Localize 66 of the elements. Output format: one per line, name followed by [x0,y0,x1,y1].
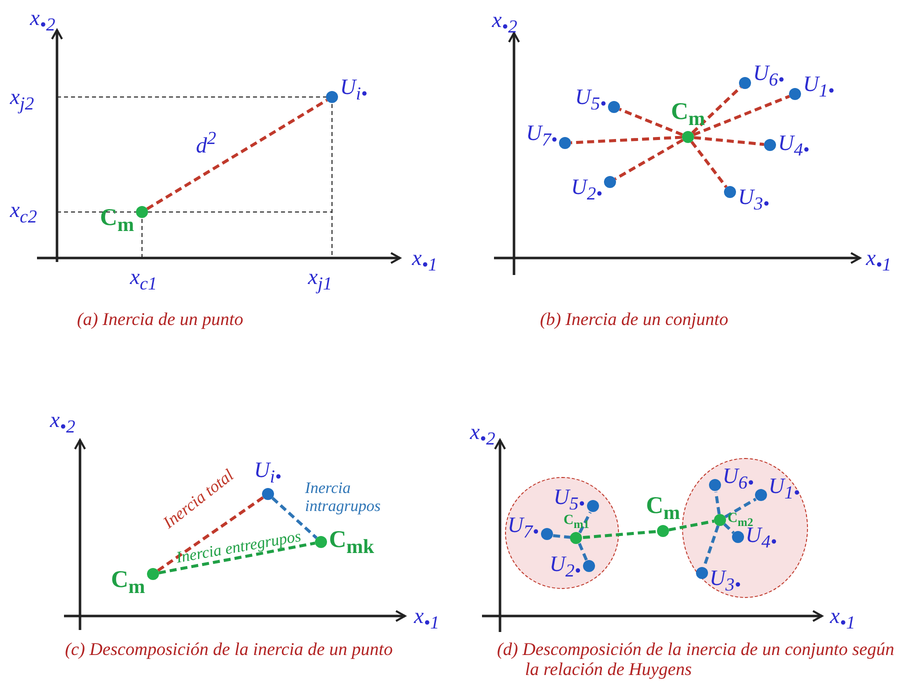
axis-label: x$_{j2}$ [10,85,34,114]
point-label: U$_{i•}$ [340,76,368,103]
data-point [564,514,590,544]
dashed-connector [582,530,658,540]
axis-label: x$_{•1}$ [412,246,438,275]
point-label: U$_{1•}$ [803,73,834,100]
dashed-connector [668,520,714,532]
dashed-connector [578,512,592,534]
point-label: C$_{m}$ [100,206,134,235]
point-label: U$_{7•}$ [508,514,539,540]
point-label: U$_{4•}$ [778,132,810,159]
dashed-connector [570,136,682,144]
axis-label: x$_{c2}$ [10,198,38,227]
point-label: U$_{1•}$ [768,474,800,502]
data-point [724,186,770,213]
dashed-connector [690,140,728,188]
point-label: U$_{6•}$ [722,464,754,492]
point-label: U$_{2•}$ [571,176,602,203]
dashed-connector [146,98,328,210]
edge-label: Inercia intragrupos [305,480,382,516]
dashed-connector [714,492,721,514]
dashed-connector [693,94,790,136]
axis-label: x$_{•2}$ [50,408,76,437]
data-point [714,512,754,528]
point-label: C$_{m1}$ [564,514,590,530]
dashed-connector [157,496,264,572]
figure-caption: (c) Descomposición de la inercia de un punto [65,640,393,660]
point-label: U$_{3•}$ [738,186,770,213]
axis-label: x$_{•1}$ [830,604,856,633]
data-point [671,100,706,143]
point-label: C$_{m}$ [111,568,146,597]
axis-label: x$_{•2}$ [30,6,56,35]
dashed-connector [724,498,757,518]
point-label: U$_{5•}$ [575,86,606,113]
point-label: U$_{7•}$ [526,122,558,149]
dashed-connector [691,86,742,134]
dashed-connector [614,138,684,180]
dashed-connector [271,496,318,540]
edge-label: d$^{2}$ [196,128,216,158]
dashed-connector [723,523,735,534]
point-label: U$_{3•}$ [710,566,741,594]
axis-label: x$_{j1}$ [308,265,332,294]
point-label: U$_{5•}$ [554,486,585,512]
figure-caption: (b) Inercia de un conjunto [540,310,728,330]
axis-label: x$_{•2}$ [492,8,518,37]
figure-caption: (a) Inercia de un punto [77,310,244,330]
point-label: U$_{6•}$ [753,62,784,89]
dashed-connector [694,136,764,146]
point-label: C$_{m}$ [671,100,706,129]
axis-label: x$_{•2}$ [470,420,496,449]
dashed-connector [158,542,316,574]
dashed-connector [552,534,572,539]
axis-label: x$_{•1}$ [414,604,440,633]
point-label: C$_{mk}$ [329,528,374,557]
edge-label: Inercia entregrupos [175,528,302,568]
point-label: C$_{m2}$ [728,512,754,528]
point-label: U$_{i•}$ [254,459,282,486]
data-point [646,494,680,537]
point-label: C$_{m}$ [646,494,680,523]
axis-label: x$_{•1}$ [866,246,892,275]
point-label: U$_{2•}$ [550,552,581,580]
dashed-connector [578,542,588,562]
data-point [696,566,741,594]
dashed-connector [619,108,683,136]
figure-caption: (d) Descomposición de la inercia de un conjunto según la relación de Huygens [497,640,896,680]
axis-label: x$_{c1}$ [130,265,158,294]
